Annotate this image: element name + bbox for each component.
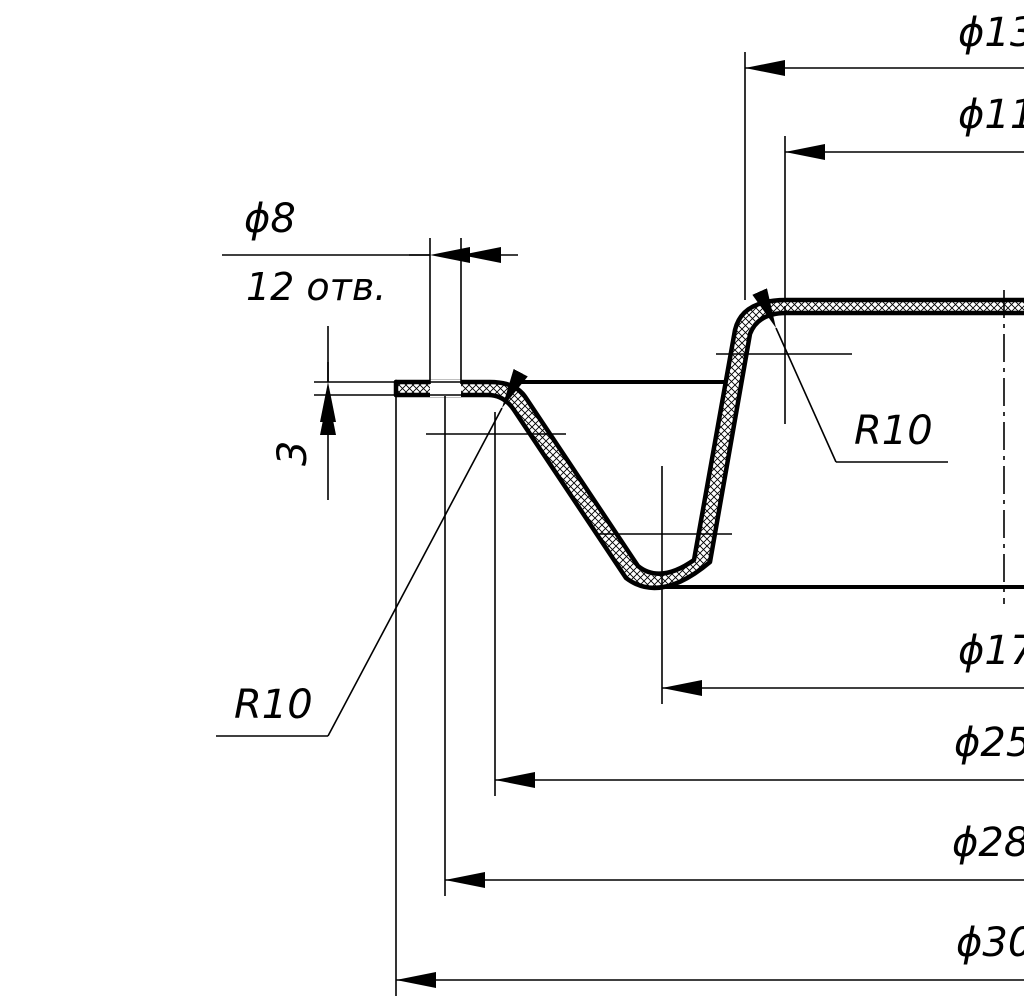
dim-d286-text: ϕ286 — [952, 820, 1024, 866]
holes-count-text: 12 отв. — [246, 265, 386, 309]
dim-d8-text: ϕ8 — [244, 196, 296, 242]
dim-d138: ϕ138 — [744, 10, 1024, 300]
dim-d176: ϕ176 — [661, 466, 1024, 704]
dim-thickness: 3 — [270, 326, 396, 500]
dim-r10-left-text: R10 — [234, 682, 313, 728]
dim-r10-right-text: R10 — [854, 408, 933, 454]
dim-d286: ϕ286 — [444, 396, 1024, 896]
construction-lines — [426, 306, 852, 535]
dim-d118: ϕ118 — [784, 92, 1024, 300]
flange-hole — [430, 380, 461, 397]
dim-r10-right: R10 — [752, 288, 948, 463]
dim-d306-text: ϕ306 — [956, 920, 1024, 966]
dim-r10-left: R10 — [216, 368, 528, 737]
dim-d256: ϕ256 — [494, 412, 1024, 796]
dim-d176-text: ϕ176 — [958, 628, 1024, 674]
dim-d8: ϕ8 12 отв. — [222, 196, 518, 384]
dim-d256-text: ϕ256 — [954, 720, 1024, 766]
dim-d118-text: ϕ118 — [958, 92, 1024, 138]
dim-d306: ϕ306 — [395, 396, 1024, 996]
dim-d138-text: ϕ138 — [958, 10, 1024, 56]
dim-thickness-text: 3 — [270, 441, 316, 466]
